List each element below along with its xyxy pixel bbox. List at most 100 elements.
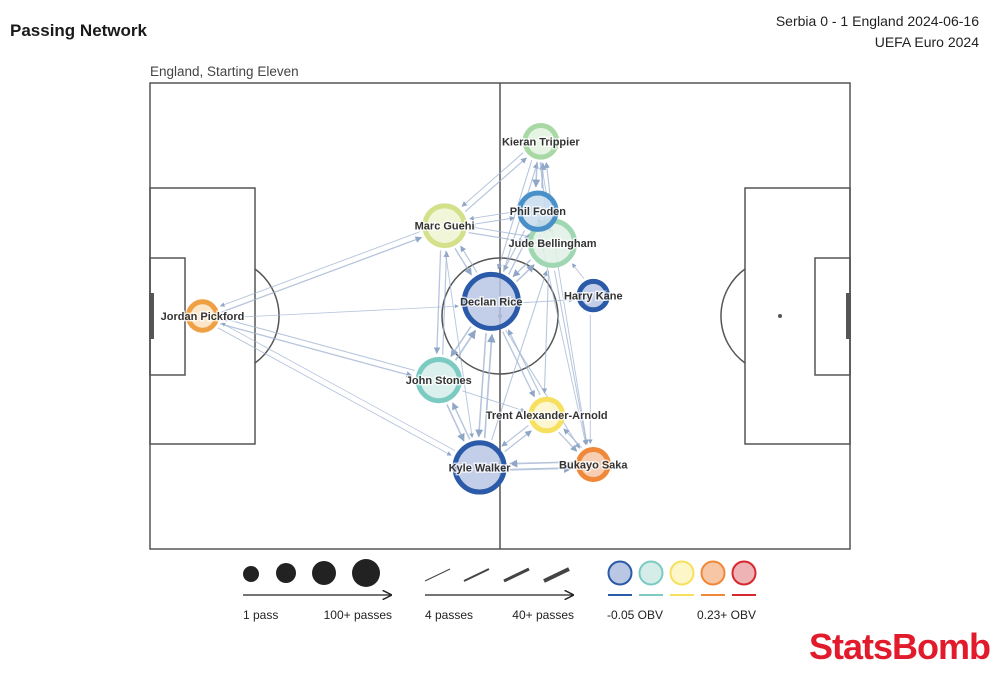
pass-edge-kyle-walker-to-john-stones [452, 402, 471, 440]
player-node-john-stones [415, 357, 462, 404]
player-label-marc-guehi: Marc Guehi [415, 221, 475, 233]
right-penalty-area [744, 187, 851, 445]
pass-edge-marc-guehi-to-jude-bellingham [468, 232, 525, 244]
pass-edge-jude-bellingham-to-marc-guehi [469, 225, 527, 237]
player-node-trent-alexander-arnold [528, 396, 566, 434]
pass-edge-jordan-pickford-to-kyle-walker [217, 327, 452, 456]
legend-obv-swatch-1 [607, 560, 633, 586]
legend: 1 pass 100+ passes 4 passes 40+ passes -… [243, 559, 757, 622]
pass-edge-kyle-walker-to-jude-bellingham [491, 270, 548, 441]
legend-obv-scale [607, 560, 757, 596]
legend-line-width [424, 567, 570, 583]
pass-edge-john-stones-to-trent-alexander-arnold [462, 390, 526, 413]
pass-edge-jude-bellingham-to-trent-alexander-arnold [541, 270, 550, 394]
chart-title: Passing Network [10, 21, 147, 40]
player-label-trent-alexander-arnold: Trent Alexander-Arnold [486, 410, 608, 422]
player-label-kyle-walker: Kyle Walker [449, 462, 512, 474]
player-label-john-stones: John Stones [406, 375, 472, 387]
legend-width-line-4 [543, 567, 570, 583]
pass-edge-declan-rice-to-harry-kane [523, 297, 574, 304]
pass-edge-kieran-trippier-to-phil-foden [532, 161, 541, 188]
pass-edges [217, 152, 593, 473]
right-goal [846, 293, 851, 339]
legend-obv-swatch-4 [700, 560, 726, 586]
pass-edge-phil-foden-to-bukayo-saka [539, 234, 588, 446]
pass-edge-kyle-walker-to-jordan-pickford [221, 322, 456, 451]
pass-edge-trent-alexander-arnold-to-declan-rice [507, 329, 541, 396]
pass-edge-marc-guehi-to-phil-foden [469, 215, 516, 226]
right-penalty-spot [778, 314, 782, 318]
player-node-declan-rice [461, 271, 521, 331]
pass-edge-declan-rice-to-phil-foden [508, 233, 531, 275]
pass-edge-john-stones-to-declan-rice [454, 329, 477, 361]
legend-size-min-label: 1 pass [243, 608, 278, 622]
legend-width-line-1 [424, 568, 451, 582]
pass-edge-kieran-trippier-to-declan-rice [496, 160, 533, 270]
pass-edge-declan-rice-to-marc-guehi [460, 245, 478, 273]
legend-size-dot-4 [352, 559, 380, 587]
legend-width-line-2 [463, 568, 490, 582]
legend-obv-swatch-2 [638, 560, 664, 586]
match-line: Serbia 0 - 1 England 2024-06-16 [775, 13, 979, 29]
pass-edge-declan-rice-to-john-stones [450, 325, 472, 357]
legend-size-dot-2 [276, 563, 296, 583]
pass-edge-declan-rice-to-jude-bellingham [515, 264, 535, 283]
player-label-declan-rice: Declan Rice [460, 296, 522, 308]
pass-edge-bukayo-saka-to-trent-alexander-arnold [563, 428, 583, 449]
player-node-bukayo-saka [575, 447, 611, 482]
pass-edge-kyle-walker-to-bukayo-saka [509, 463, 574, 473]
player-label-jordan-pickford: Jordan Pickford [161, 311, 245, 323]
legend-size-dot-1 [243, 566, 259, 582]
legend-obv-swatch-5 [731, 560, 757, 586]
pass-edge-phil-foden-to-declan-rice [503, 230, 526, 272]
statsbomb-logo: StatsBomb [808, 626, 991, 667]
player-label-harry-kane: Harry Kane [564, 291, 623, 303]
legend-obv-max-label: 0.23+ OBV [697, 608, 756, 622]
player-node-jordan-pickford [185, 299, 220, 333]
legend-node-size [243, 559, 380, 587]
legend-width-min-label: 4 passes [425, 608, 473, 622]
pass-edge-bukayo-saka-to-kyle-walker [509, 459, 574, 468]
pass-edge-john-stones-to-jordan-pickford [222, 317, 415, 372]
pass-edge-kyle-walker-to-trent-alexander-arnold [504, 430, 532, 453]
player-node-kyle-walker [452, 440, 507, 495]
player-node-harry-kane [576, 278, 610, 313]
player-label-phil-foden: Phil Foden [510, 206, 567, 218]
player-label-kieran-trippier: Kieran Trippier [502, 136, 580, 148]
player-nodes [185, 123, 611, 495]
pass-edge-marc-guehi-to-john-stones [433, 250, 442, 355]
legend-size-dot-3 [312, 561, 336, 585]
pass-edge-declan-rice-to-kyle-walker [475, 333, 487, 438]
player-node-marc-guehi [422, 203, 467, 248]
pass-edge-marc-guehi-to-kieran-trippier [464, 157, 527, 213]
left-goal [149, 293, 154, 339]
pass-edge-marc-guehi-to-declan-rice [454, 248, 473, 276]
player-node-kieran-trippier [522, 123, 560, 160]
pass-edge-phil-foden-to-marc-guehi [469, 211, 515, 221]
pass-edge-jude-bellingham-to-bukayo-saka [553, 270, 589, 445]
competition-label: UEFA Euro 2024 [874, 34, 979, 50]
pass-edge-kyle-walker-to-declan-rice [483, 333, 496, 439]
match-info: Serbia 0 - 1 England 2024-06-16 UEFA Eur… [776, 11, 979, 53]
pass-edge-jordan-pickford-to-declan-rice [221, 304, 459, 319]
pass-edge-trent-alexander-arnold-to-bukayo-saka [558, 431, 578, 452]
legend-size-max-label: 100+ passes [324, 608, 392, 622]
player-label-bukayo-saka: Bukayo Saka [559, 460, 628, 472]
pass-edge-john-stones-to-marc-guehi [442, 251, 450, 355]
pass-edge-trent-alexander-arnold-to-kyle-walker [501, 425, 529, 447]
pass-edge-declan-rice-to-trent-alexander-arnold [502, 331, 535, 398]
pass-edge-jude-bellingham-to-declan-rice [512, 259, 532, 278]
legend-width-max-label: 40+ passes [512, 608, 574, 622]
legend-width-line-3 [503, 567, 530, 583]
pass-edge-jordan-pickford-to-marc-guehi [221, 236, 423, 313]
pass-edge-jordan-pickford-to-john-stones [220, 323, 413, 378]
right-penalty-arc [720, 268, 746, 364]
right-six-yard-box [814, 257, 851, 376]
pass-edge-harry-kane-to-jude-bellingham [571, 263, 585, 279]
pass-edge-marc-guehi-to-jordan-pickford [219, 231, 421, 307]
legend-obv-min-label: -0.05 OBV [607, 608, 663, 622]
player-node-phil-foden [517, 190, 559, 232]
pass-edge-john-stones-to-kyle-walker [446, 404, 465, 442]
